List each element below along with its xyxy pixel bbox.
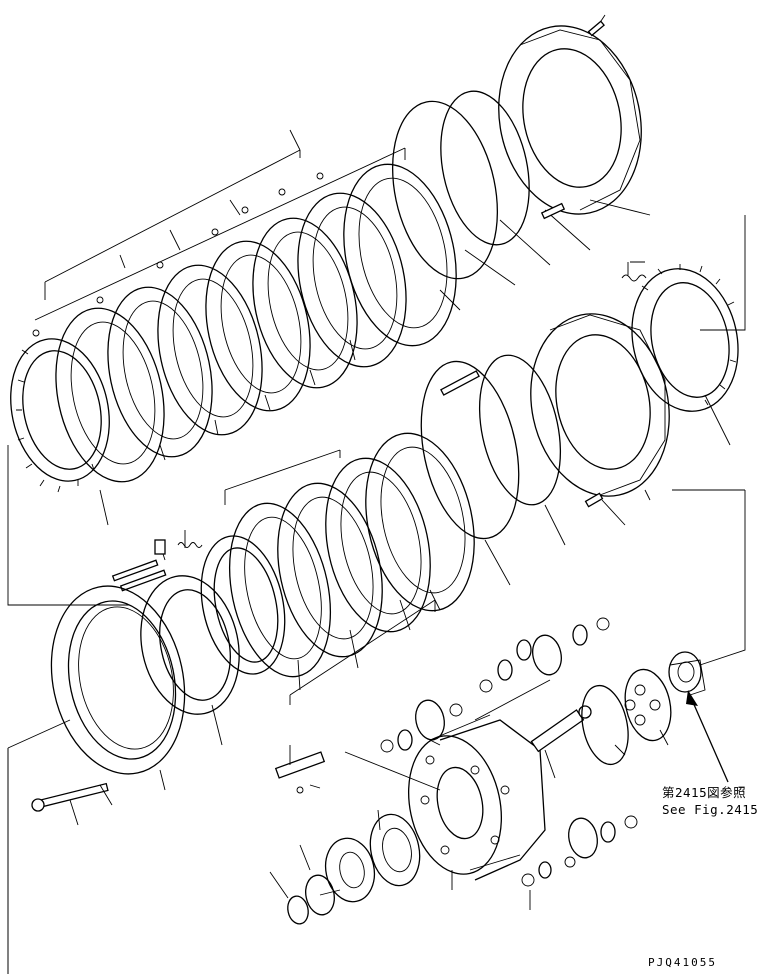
planetary-carrier xyxy=(269,489,746,925)
lower-clutch-pack xyxy=(7,432,475,974)
middle-clutch-assembly xyxy=(7,215,746,606)
figure-reference: 第2415図参照 See Fig.2415 xyxy=(662,784,758,818)
figure-reference-en: See Fig.2415 xyxy=(662,802,759,817)
figure-reference-ja: 第2415図参照 xyxy=(662,785,747,800)
drawing-code: PJQ41055 xyxy=(648,956,717,969)
upper-clutch-pack xyxy=(10,14,651,526)
